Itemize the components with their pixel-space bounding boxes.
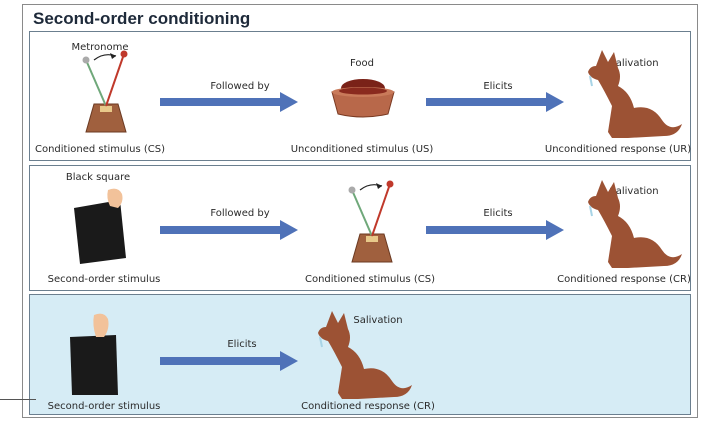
metronome-icon-2 bbox=[348, 180, 394, 263]
arrow-label-followed-by-2: Followed by bbox=[210, 208, 270, 219]
panel-second-order-test: Salivation Elicits Second-order stimulus… bbox=[29, 294, 691, 415]
dog-icon-2 bbox=[588, 180, 682, 268]
arrow-elicits-2 bbox=[426, 220, 564, 240]
food-bowl-icon bbox=[331, 79, 395, 118]
edge-rule bbox=[0, 399, 36, 400]
salivation-label-ur: Salivation bbox=[609, 58, 659, 69]
dog-icon-3 bbox=[318, 311, 412, 399]
salivation-label-cr: Salivation bbox=[609, 186, 659, 197]
metronome-label: Metronome bbox=[71, 42, 129, 53]
cr-label-2: Conditioned response (CR) bbox=[301, 401, 435, 412]
arrow-label-elicits-3: Elicits bbox=[227, 339, 257, 350]
black-square-icon bbox=[74, 188, 126, 264]
us-label: Unconditioned stimulus (US) bbox=[290, 144, 434, 155]
hand-icon-2 bbox=[93, 313, 109, 337]
metronome-icon bbox=[82, 50, 128, 133]
arrow-label-followed-by: Followed by bbox=[210, 81, 270, 92]
arrow-followed-by bbox=[160, 92, 298, 112]
cs-label-2: Conditioned stimulus (CS) bbox=[304, 274, 436, 285]
arrow-followed-by-2 bbox=[160, 220, 298, 240]
arrow-label-elicits: Elicits bbox=[483, 81, 513, 92]
salivation-label-cr-2: Salivation bbox=[353, 315, 403, 326]
dog-icon bbox=[588, 50, 682, 138]
arrow-elicits-3 bbox=[160, 351, 298, 371]
food-label: Food bbox=[350, 58, 374, 69]
panel-second-order: Black square Salivation Followed by Elic… bbox=[29, 165, 691, 291]
cs-label: Conditioned stimulus (CS) bbox=[34, 144, 166, 155]
second-order-stimulus-label: Second-order stimulus bbox=[47, 274, 161, 285]
arrow-label-elicits-2: Elicits bbox=[483, 208, 513, 219]
arrow-elicits bbox=[426, 92, 564, 112]
figure-frame: Second-order conditioning Metronome Food… bbox=[22, 4, 698, 418]
figure-title: Second-order conditioning bbox=[33, 9, 251, 28]
cr-label: Conditioned response (CR) bbox=[557, 274, 691, 285]
black-square-icon-2 bbox=[70, 313, 118, 395]
panel-first-order: Metronome Food Salivation Followed by El… bbox=[29, 31, 691, 161]
black-square-label: Black square bbox=[65, 172, 131, 183]
hand-icon bbox=[107, 188, 123, 208]
second-order-stimulus-label-2: Second-order stimulus bbox=[47, 401, 161, 412]
ur-label: Unconditioned response (UR) bbox=[544, 144, 692, 155]
